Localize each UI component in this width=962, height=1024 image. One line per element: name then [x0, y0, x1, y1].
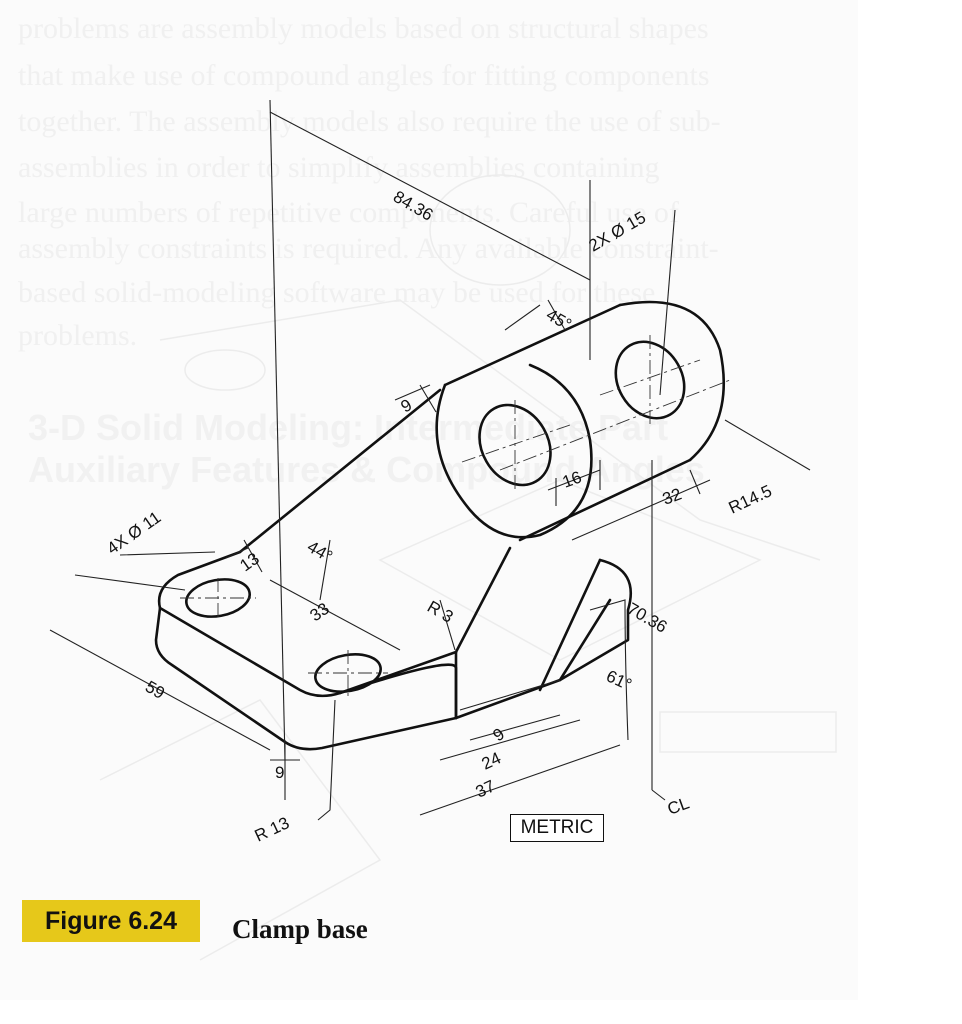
boss-back-circle: [618, 300, 726, 462]
dim-9-left: 9: [275, 763, 284, 782]
centerline-mark: CL: [665, 793, 692, 818]
bg-heading-2: Auxiliary Features & Compound Angles: [28, 449, 705, 490]
units-label: METRIC: [510, 814, 604, 842]
dim-4x-dia-11: 4X Ø 11: [103, 508, 164, 559]
boss-hole-front: [478, 403, 552, 487]
bg-line-7: based solid-modeling software may be use…: [18, 276, 655, 309]
background-paragraph: problems are assembly models based on st…: [18, 12, 721, 490]
bg-line-8: problems.: [18, 319, 137, 352]
part-outline: [154, 300, 726, 751]
dimension-lines: [49, 99, 811, 821]
web-left-edge: [238, 388, 442, 554]
center-lines: [180, 335, 731, 696]
boss-front-circle: [435, 363, 593, 539]
boss-top-edge: [443, 303, 622, 387]
rib-rounded-end: [558, 558, 633, 682]
base-hole-left: [185, 578, 251, 618]
base-hole-right: [314, 653, 382, 693]
web-vertical-edge: [454, 546, 512, 654]
figure-caption: Clamp base: [232, 914, 368, 944]
base-plate-top: [157, 550, 458, 698]
dim-r14-5: R14.5: [726, 481, 775, 517]
dim-44-deg: 44°: [304, 537, 336, 566]
dim-37: 37: [473, 776, 498, 801]
dim-9-bottom: 9: [489, 724, 508, 745]
bg-line-5: large numbers of repetitive components. …: [18, 196, 679, 229]
dim-45-deg: 45°: [543, 305, 575, 334]
bg-line-3: together. The assembly models also requi…: [18, 105, 721, 138]
figure-tag: Figure 6.24: [22, 900, 200, 942]
dim-33: 33: [306, 599, 332, 625]
base-plate-front: [154, 606, 458, 751]
page-sheet: [0, 0, 858, 1000]
bg-line-2: that make use of compound angles for fit…: [18, 59, 710, 92]
dim-61-deg: 61°: [603, 666, 634, 694]
background-sketches: [99, 174, 837, 961]
dim-r3: R 3: [424, 597, 456, 627]
dim-70-36: 70.36: [624, 599, 670, 637]
dim-24: 24: [479, 748, 504, 773]
bg-line-1: problems are assembly models based on st…: [18, 12, 709, 45]
boss-hole-back: [614, 340, 686, 420]
boss-bottom-edge: [518, 458, 692, 542]
rib-edge: [454, 598, 612, 720]
dim-59: 59: [142, 677, 168, 703]
rib-diagonal: [538, 558, 602, 692]
bg-line-6: assembly constraints is required. Any av…: [18, 232, 719, 265]
dim-r13: R 13: [252, 813, 293, 845]
bg-line-4: assemblies in order to simplify assembli…: [18, 151, 660, 184]
